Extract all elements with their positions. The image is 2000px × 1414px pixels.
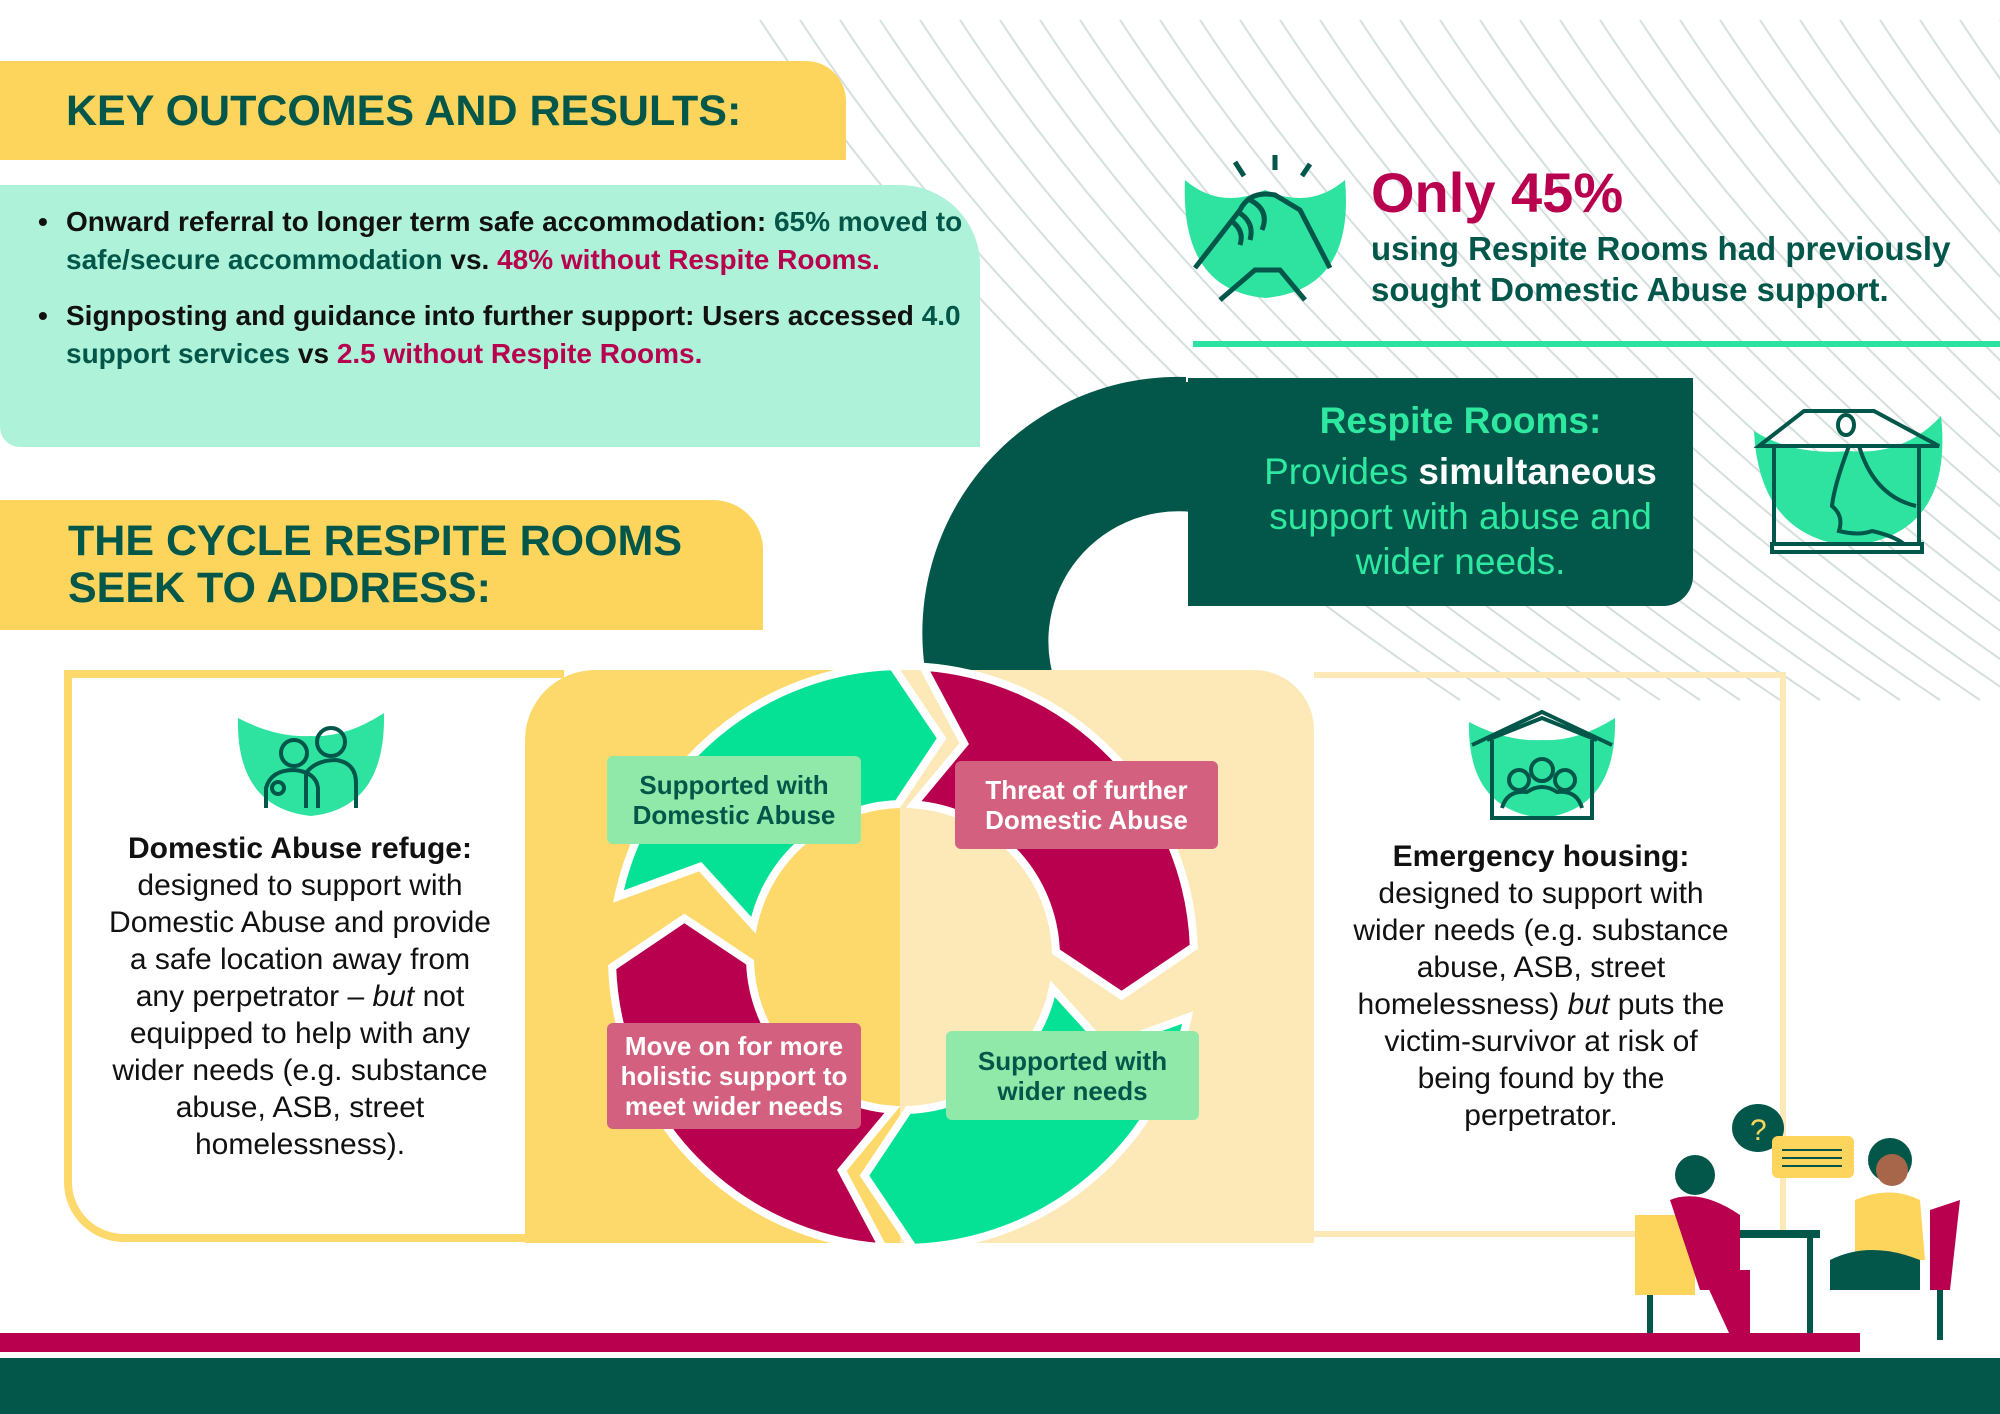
refuge-box: [64, 670, 564, 1242]
respite-arc: [922, 376, 1232, 695]
outcomes-box: Onward referral to longer term safe acco…: [0, 185, 980, 447]
housing-icon: [1468, 710, 1616, 820]
label-supported-domestic-abuse: Supported with Domestic Abuse: [607, 756, 861, 844]
question-bubble: ?: [1750, 1114, 1767, 1147]
background-line: [1839, 19, 2000, 234]
background-line: [1679, 19, 2000, 401]
divider: [1193, 341, 2000, 347]
background-line: [1599, 19, 2000, 474]
background-line: [1919, 19, 2000, 135]
respite-description: Provides simultaneous support with abuse…: [1264, 451, 1657, 582]
background-line: [1519, 19, 2000, 541]
refuge-description: Domestic Abuse refuge:designed to suppor…: [109, 832, 491, 1161]
stat-subtext: using Respite Rooms had previously sough…: [1371, 230, 1951, 308]
background-line: [799, 19, 1501, 701]
label-move-on: Move on for more holistic support to mee…: [607, 1023, 861, 1129]
key-outcomes-title: KEY OUTCOMES AND RESULTS:: [66, 87, 742, 135]
handshake-icon: [1184, 155, 1346, 302]
key-outcomes-header: KEY OUTCOMES AND RESULTS:: [0, 61, 846, 160]
background-line: [1879, 19, 2000, 186]
respite-title: Respite Rooms:: [1319, 400, 1602, 441]
background-line: [1559, 19, 2000, 508]
stat-headline: Only 45%: [1371, 161, 1624, 224]
bottom-green-band: [0, 1358, 2000, 1414]
background-line: [1479, 19, 2000, 572]
bottom-crimson-band: [0, 1333, 1860, 1352]
background-line: [1799, 19, 2000, 279]
family-icon: [237, 713, 385, 816]
outcome-accommodation: Onward referral to longer term safe acco…: [0, 203, 980, 279]
house-head-icon: [1754, 409, 1943, 554]
label-supported-wider-needs: Supported with wider needs: [946, 1031, 1199, 1120]
background-line: [1439, 19, 2000, 603]
outcome-signposting: Signposting and guidance into further su…: [0, 297, 980, 373]
background-line: [1639, 19, 2000, 438]
housing-description: Emergency housing:designed to support wi…: [1353, 840, 1729, 1132]
respite-rooms-box: Respite Rooms: Provides simultaneous sup…: [1188, 378, 1693, 606]
background-line: [1399, 19, 2000, 632]
people-talking-illustration: ?: [1635, 1104, 1960, 1340]
background-line: [1719, 19, 2000, 362]
background-line: [1759, 19, 2000, 321]
label-threat-further-abuse: Threat of further Domestic Abuse: [955, 761, 1218, 849]
housing-box: [1314, 672, 1786, 1237]
